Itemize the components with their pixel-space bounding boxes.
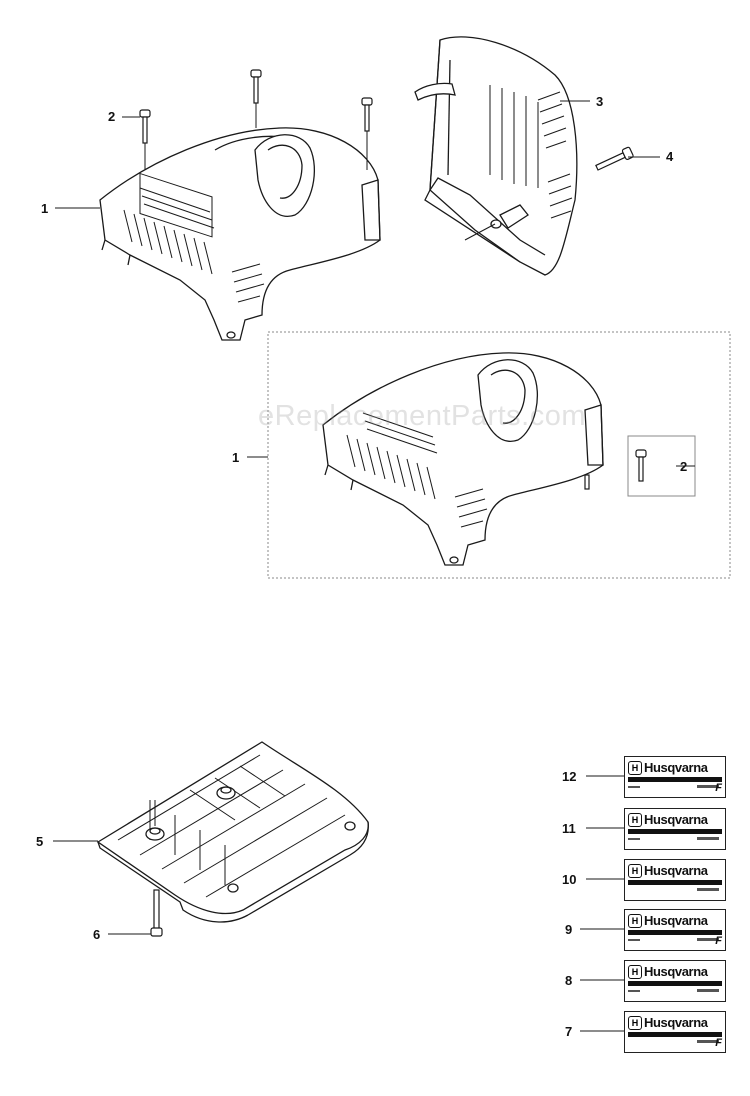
callout-6: 6: [93, 927, 101, 942]
callout-3: 3: [596, 94, 604, 109]
husqvarna-logo-icon: H: [628, 1015, 642, 1030]
leader-lines: [580, 775, 624, 1032]
callout-5: 5: [36, 834, 44, 849]
callout-7: 7: [565, 1024, 573, 1039]
decal-model: F: [715, 935, 722, 947]
leader-lines: [247, 456, 695, 467]
decal-brand: Husqvarna: [644, 913, 708, 928]
watermark: eReplacementParts.com: [258, 400, 587, 432]
husqvarna-logo-icon: H: [628, 760, 642, 775]
callout-10: 10: [562, 872, 577, 887]
callout-1-kit: 1: [232, 450, 240, 465]
callout-4: 4: [666, 149, 674, 164]
leader-lines: [53, 800, 156, 935]
husqvarna-logo-icon: H: [628, 863, 642, 878]
husqvarna-logo-icon: H: [628, 913, 642, 928]
husqvarna-logo-icon: H: [628, 812, 642, 827]
decal-model: F: [715, 782, 722, 794]
screw-part: [595, 146, 634, 171]
decal-brand: Husqvarna: [644, 812, 708, 827]
callout-12: 12: [562, 769, 577, 784]
callout-8: 8: [565, 973, 573, 988]
screw-part: [150, 889, 163, 937]
leader-lines: [55, 103, 368, 209]
decal-brand: Husqvarna: [644, 1015, 708, 1030]
husqvarna-logo-icon: H: [628, 964, 642, 979]
kit-box: [267, 331, 731, 579]
decal-model: F: [715, 1037, 722, 1049]
leader-lines: [464, 100, 660, 241]
decal-brand: Husqvarna: [644, 760, 708, 775]
cover-base-part: [96, 741, 369, 923]
cylinder-cover-kit-part: [322, 352, 604, 566]
callout-11: 11: [562, 821, 576, 836]
callout-1: 1: [41, 201, 49, 216]
callout-2: 2: [108, 109, 116, 124]
cylinder-cover-part: [99, 127, 381, 341]
callout-9: 9: [565, 922, 573, 937]
callout-2-kit: 2: [680, 459, 688, 474]
decal-brand: Husqvarna: [644, 863, 708, 878]
screw-part: [584, 449, 647, 490]
decal-brand: Husqvarna: [644, 964, 708, 979]
fan-housing-part: [414, 36, 578, 276]
